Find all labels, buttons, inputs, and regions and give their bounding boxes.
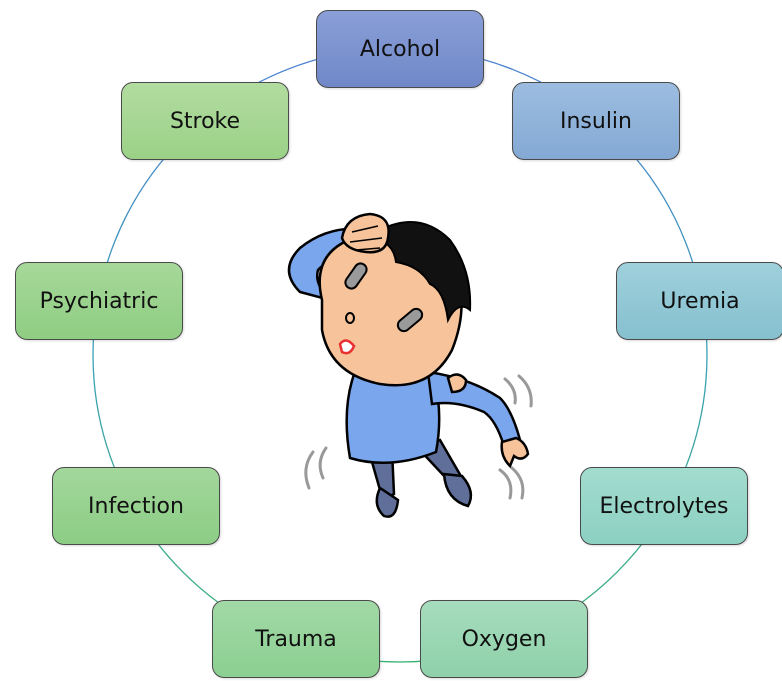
- node-stroke-label: Stroke: [170, 109, 240, 134]
- node-alcohol: Alcohol: [316, 10, 484, 88]
- node-infection-label: Infection: [88, 494, 184, 519]
- node-trauma-label: Trauma: [255, 627, 337, 652]
- extended-arm: [428, 372, 520, 446]
- motion-lines-right-top: [505, 376, 531, 406]
- node-insulin: Insulin: [512, 82, 680, 160]
- node-insulin-label: Insulin: [560, 109, 632, 134]
- node-electrolytes-label: Electrolytes: [599, 494, 728, 519]
- motion-lines-right-bottom: [500, 468, 523, 498]
- hand-on-head: [342, 214, 389, 252]
- node-infection: Infection: [52, 467, 220, 545]
- node-oxygen: Oxygen: [420, 600, 588, 678]
- node-uremia: Uremia: [616, 262, 782, 340]
- ear: [448, 374, 466, 392]
- extended-hand: [502, 438, 528, 466]
- motion-lines-left: [306, 448, 326, 488]
- node-stroke: Stroke: [121, 82, 289, 160]
- node-psychiatric: Psychiatric: [15, 262, 183, 340]
- node-trauma: Trauma: [212, 600, 380, 678]
- node-psychiatric-label: Psychiatric: [40, 289, 159, 314]
- confused-person-illustration: [289, 214, 531, 517]
- node-alcohol-label: Alcohol: [360, 37, 440, 62]
- node-electrolytes: Electrolytes: [580, 467, 748, 545]
- node-uremia-label: Uremia: [660, 289, 739, 314]
- right-shoe: [444, 474, 471, 506]
- mouth: [340, 340, 354, 353]
- node-oxygen-label: Oxygen: [462, 627, 547, 652]
